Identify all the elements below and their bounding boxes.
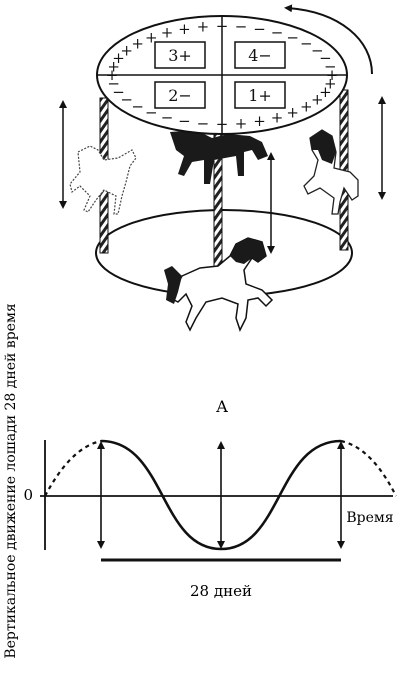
sector-label: 1+ [248,86,272,105]
minus-sign: − [178,112,191,130]
sector-label: 4− [248,46,272,65]
plus-sign: + [300,98,313,116]
graph-marker-label: A [215,397,228,416]
plus-sign: + [131,35,144,53]
minus-sign: − [197,114,210,132]
period-label: 28 дней [190,582,252,600]
motion-graph: A 0 Время 28 дней Вертикальное движение … [3,303,396,659]
minus-sign: − [271,24,284,42]
wave-dashed-right [341,441,396,496]
sector-label: 2− [168,86,192,105]
plus-sign: + [145,29,158,47]
plus-sign: + [197,18,210,36]
sector-4: 4− [235,42,285,68]
plus-sign: + [286,104,299,122]
minus-sign: − [253,20,266,38]
sector-label: 3+ [168,46,192,65]
plus-sign: + [311,91,324,109]
plus-sign: + [161,24,174,42]
plus-sign: + [271,108,284,126]
sector-2: 2− [155,82,205,108]
minus-sign: − [286,29,299,47]
minus-sign: − [216,115,229,133]
plus-sign: + [235,114,248,132]
sector-1: 1+ [235,82,285,108]
minus-sign: − [235,18,248,36]
plus-sign: + [253,112,266,130]
minus-sign: − [145,104,158,122]
minus-sign: − [324,58,337,76]
wave-dashed-left [45,441,101,496]
carousel: 3+ 4− 2− 1+ +++++++++−−−−−−−−−+++++++++−… [63,8,382,330]
minus-sign: − [161,108,174,126]
sector-3: 3+ [155,42,205,68]
y-axis-label: Вертикальное движение лошади 28 дней вре… [3,303,19,659]
minus-sign: − [131,98,144,116]
zero-label: 0 [23,486,33,504]
time-label: Время [346,510,393,526]
plus-sign: + [178,20,191,38]
minus-sign: − [216,17,229,35]
